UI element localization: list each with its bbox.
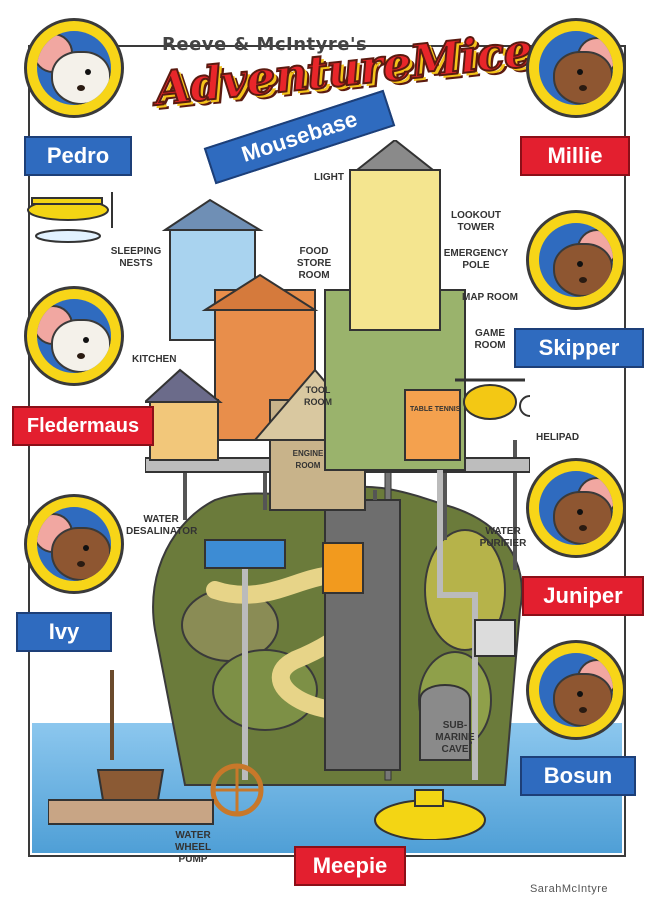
- pipes: [242, 470, 478, 780]
- label-water-purifier: Water Purifier: [479, 526, 527, 549]
- byline: Reeve & McIntyre's: [162, 34, 368, 55]
- boat-and-dock: [48, 670, 214, 825]
- artist-signature: SarahMcIntyre: [529, 883, 608, 895]
- portrait-juniper: [526, 458, 626, 558]
- desalinator-tank: [204, 539, 286, 569]
- stone-shaft: [324, 499, 401, 771]
- name-banner-meepie: Meepie: [294, 846, 406, 886]
- left-shed: [149, 399, 219, 461]
- label-map-room: Map Room: [462, 292, 518, 303]
- helicopter: [455, 378, 530, 420]
- label-game-room: Game Room: [474, 328, 506, 351]
- label-lookout-tower: Lookout Tower: [451, 210, 501, 233]
- lookout-tower: [349, 169, 441, 331]
- label-kitchen: Kitchen: [132, 354, 177, 365]
- name-banner-juniper: Juniper: [522, 576, 644, 616]
- label-water-desalinator: Water Desalinator: [126, 514, 198, 537]
- water-wheel: [210, 763, 264, 817]
- elevator: [322, 542, 364, 594]
- name-banner-fledermaus: Fledermaus: [12, 406, 154, 446]
- table-tennis-room: [404, 389, 461, 461]
- purifier-tank: [474, 619, 516, 657]
- mousebase-illustration: [145, 140, 530, 840]
- name-banner-millie: Millie: [520, 136, 630, 176]
- label-tool-room: Tool Room: [304, 385, 332, 407]
- portrait-millie: [526, 18, 626, 118]
- mouse-face: [553, 243, 613, 297]
- label-light: Light: [314, 172, 344, 183]
- submarine: [374, 789, 486, 840]
- portrait-pedro: [24, 18, 124, 118]
- label-food-store-room: Food Store Room: [296, 246, 332, 281]
- seaplane: [27, 192, 113, 243]
- portrait-ivy: [24, 494, 124, 594]
- label-submarine-cave: Sub-marine Cave: [435, 720, 475, 755]
- submarine-cave: [419, 684, 471, 761]
- mouse-face: [51, 51, 111, 105]
- sleeping-nests-roof: [161, 198, 264, 231]
- label-table-tennis: Table Tennis: [410, 406, 461, 413]
- label-sleeping-nests: Sleeping Nests: [110, 246, 162, 269]
- tower-roof: [354, 140, 436, 171]
- mouse-face: [553, 673, 613, 727]
- mouse-face: [51, 527, 111, 581]
- left-shed-roof: [145, 368, 223, 403]
- kitchen-roof: [201, 273, 319, 311]
- label-emergency-pole: Emergency Pole: [443, 248, 509, 271]
- mouse-face: [553, 491, 613, 545]
- mouse-face: [553, 51, 613, 105]
- label-water-wheel-pump: Water Wheel Pump: [174, 830, 212, 865]
- label-engine-room: Engine Room: [292, 449, 324, 470]
- name-banner-pedro: Pedro: [24, 136, 132, 176]
- label-helipad: Helipad: [536, 432, 580, 443]
- portrait-fledermaus: [24, 286, 124, 386]
- name-banner-bosun: Bosun: [520, 756, 636, 796]
- name-banner-ivy: Ivy: [16, 612, 112, 652]
- portrait-bosun: [526, 640, 626, 740]
- portrait-skipper: [526, 210, 626, 310]
- name-banner-skipper: Skipper: [514, 328, 644, 368]
- mouse-face: [51, 319, 111, 373]
